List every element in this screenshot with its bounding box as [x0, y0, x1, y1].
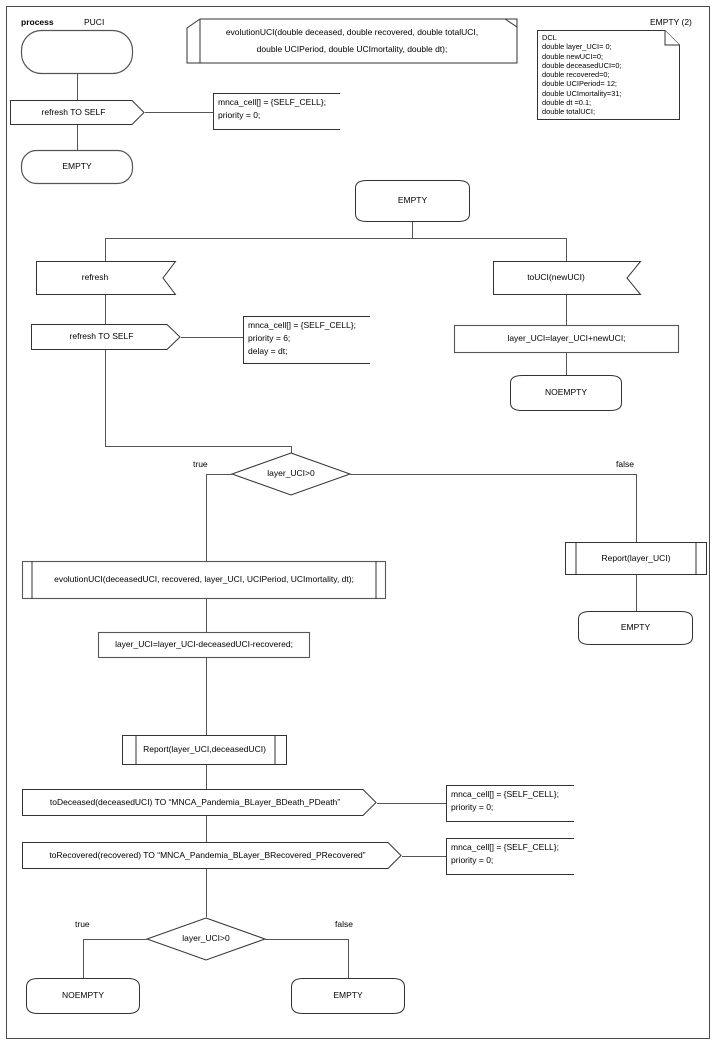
connector-empty-down: [412, 222, 413, 238]
comment-box-refresh-text: mnca_cell[] = {SELF_CELL}; priority = 6;…: [248, 320, 356, 357]
decision-layer-uci-1[interactable]: layer_UCI>0: [230, 452, 352, 496]
input-refresh-shape[interactable]: refresh: [36, 261, 177, 295]
decision-2-true-label: true: [75, 919, 90, 929]
connector-report1-to-empty: [636, 575, 637, 611]
connector-d1-true-v: [206, 474, 207, 561]
comment-box-recovered-text: mnca_cell[] = {SELF_CELL}; priority = 0;: [451, 842, 559, 866]
connector-evolution-to-task: [206, 599, 207, 632]
process-keyword-label: process: [21, 17, 54, 27]
state-empty-bottom[interactable]: EMPTY: [291, 978, 405, 1014]
connector-torecovered-to-comment: [402, 856, 446, 857]
connector-to-decision1-down: [105, 350, 106, 446]
declaration-note-text: DCL double layer_UCI= 0; double newUCI=0…: [542, 33, 622, 116]
state-reference-label: EMPTY (2): [650, 17, 692, 27]
task-layer-add-shape[interactable]: layer_UCI=layer_UCI+newUCI;: [453, 324, 680, 354]
comment-box-deceased-text: mnca_cell[] = {SELF_CELL}; priority = 0;: [451, 789, 559, 813]
decision-2-false-label: false: [335, 919, 353, 929]
connector-touci-to-task: [566, 295, 567, 325]
process-name-label: PUCI: [84, 17, 105, 27]
connector-refresh-output-to-comment: [181, 337, 243, 338]
procedure-call-report-2[interactable]: Report(layer_UCI,deceasedUCI): [122, 735, 287, 765]
connector-d2-true-h: [83, 939, 147, 940]
connector-d2-true-v: [83, 939, 84, 978]
connector-task-to-noempty: [566, 353, 567, 375]
comment-box-top: mnca_cell[] = {SELF_CELL}; priority = 0;: [213, 93, 340, 130]
connector-todeceased-to-comment: [377, 803, 446, 804]
output-todeceased-shape[interactable]: toDeceased(deceasedUCI) TO “MNCA_Pandemi…: [22, 789, 377, 816]
connector-recovered-to-decision2: [206, 869, 207, 917]
connector-d1-false-h: [350, 474, 636, 475]
decision-1-false-label: false: [616, 459, 634, 469]
comment-box-top-text: mnca_cell[] = {SELF_CELL}; priority = 0;: [218, 97, 326, 121]
state-empty-right[interactable]: EMPTY: [578, 611, 693, 645]
state-noempty-bottom[interactable]: NOEMPTY: [26, 978, 140, 1014]
connector-bus-left-drop: [105, 238, 106, 261]
declaration-note-shape: DCL double layer_UCI= 0; double newUCI=0…: [537, 30, 680, 120]
connector-d1-false-v: [636, 474, 637, 542]
comment-box-deceased: mnca_cell[] = {SELF_CELL}; priority = 0;: [446, 785, 574, 822]
state-noempty-right[interactable]: NOEMPTY: [510, 375, 622, 411]
output-torecovered-shape[interactable]: toRecovered(recovered) TO “MNCA_Pandemia…: [22, 842, 402, 869]
state-empty-main[interactable]: EMPTY: [355, 180, 470, 222]
connector-deceased-to-recovered: [206, 816, 207, 842]
connector-refresh-to-empty: [77, 125, 78, 150]
input-touci-shape[interactable]: toUCI(newUCI): [493, 261, 642, 295]
decision-1-true-label: true: [193, 459, 208, 469]
connector-report2-to-deceased: [206, 765, 207, 789]
decision-layer-uci-2[interactable]: layer_UCI>0: [145, 917, 267, 961]
task-layer-sub-shape[interactable]: layer_UCI=layer_UCI-deceasedUCI-recovere…: [97, 631, 311, 659]
output-refresh-to-self-main[interactable]: refresh TO SELF: [31, 324, 181, 350]
comment-box-recovered: mnca_cell[] = {SELF_CELL}; priority = 0;: [446, 838, 574, 875]
connector-split-bus: [105, 238, 566, 239]
connector-d2-false-h: [265, 939, 348, 940]
connector-to-decision1-right: [105, 446, 291, 447]
comment-box-refresh: mnca_cell[] = {SELF_CELL}; priority = 6;…: [243, 316, 370, 364]
connector-d2-false-v: [348, 939, 349, 978]
connector-task-to-report2: [206, 658, 207, 735]
connector-d1-true-h: [206, 474, 232, 475]
output-refresh-to-self-top[interactable]: refresh TO SELF: [10, 100, 145, 125]
connector-start-to-refresh: [77, 74, 78, 100]
procedure-declaration-shape: evolutionUCI(double deceased, double rec…: [186, 18, 518, 64]
connector-refresh-to-self-main: [105, 295, 106, 324]
start-state-shape[interactable]: [20, 29, 134, 75]
state-empty-top[interactable]: EMPTY: [20, 149, 134, 185]
connector-bus-right-drop: [566, 238, 567, 261]
procedure-call-report-1[interactable]: Report(layer_UCI): [565, 542, 707, 575]
procedure-call-evolution[interactable]: evolutionUCI(deceasedUCI, recovered, lay…: [21, 560, 387, 600]
connector-top-output-to-comment: [145, 112, 213, 113]
